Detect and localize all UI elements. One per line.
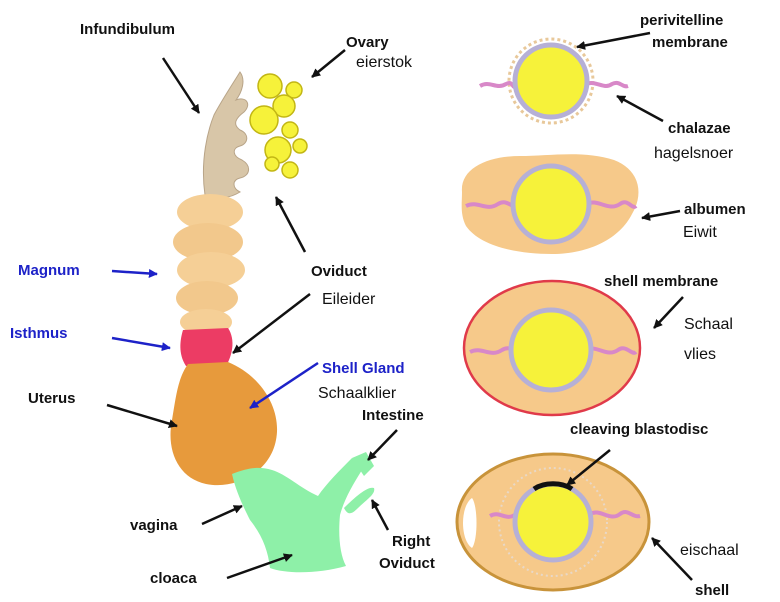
- shell-gland-arrow: [249, 361, 319, 410]
- labels: Infundibulum Ovary eierstok Magnum Isthm…: [10, 12, 746, 599]
- right-oviduct-arrow: [370, 499, 390, 531]
- label-albumen-nl: Eiwit: [683, 224, 717, 241]
- chalazae-arrow: [616, 94, 664, 123]
- cloaca-arrow: [226, 553, 293, 580]
- oviduct-arrow-down: [232, 293, 311, 354]
- egg-stage-shell: [455, 452, 651, 592]
- oviduct-diagram: [170, 71, 375, 573]
- isthmus-shape: [180, 328, 233, 366]
- perivitelline-arrow: [576, 31, 651, 50]
- label-shell-membrane: shell membrane: [604, 273, 718, 290]
- oviduct-arrow-up: [274, 196, 307, 253]
- label-shell-membrane-nl-1: Schaal: [684, 316, 733, 333]
- shell-arrow: [651, 537, 693, 581]
- label-oviduct: Oviduct: [311, 263, 367, 280]
- label-right-oviduct-1: Right: [392, 533, 430, 550]
- uterus-shape: [170, 362, 278, 486]
- egg-stage-perivitelline: [478, 37, 629, 125]
- label-magnum: Magnum: [18, 262, 80, 279]
- ovary-shape: [249, 73, 308, 179]
- magnum-shape: [173, 194, 245, 335]
- infundibulum-arrow: [161, 57, 201, 114]
- label-isthmus: Isthmus: [10, 325, 68, 342]
- isthmus-arrow: [111, 336, 171, 352]
- pointer-arrows: [106, 31, 693, 581]
- label-shell-membrane-nl-2: vlies: [684, 346, 716, 363]
- label-ovary-nl: eierstok: [356, 54, 413, 71]
- label-shell: shell: [695, 582, 729, 599]
- right-oviduct-shape: [344, 487, 375, 514]
- label-shell-gland-nl: Schaalklier: [318, 385, 397, 402]
- label-shell-nl: eischaal: [680, 542, 739, 559]
- blastodisc-shape: [532, 481, 574, 492]
- label-vagina: vagina: [130, 517, 178, 534]
- label-cleaving-blastodisc: cleaving blastodisc: [570, 421, 708, 438]
- magnum-arrow: [111, 268, 158, 278]
- uterus-arrow: [106, 403, 178, 428]
- label-chalazae-nl: hagelsnoer: [654, 145, 734, 162]
- label-cloaca: cloaca: [150, 570, 197, 587]
- label-uterus: Uterus: [28, 390, 76, 407]
- vagina-arrow: [201, 504, 243, 526]
- egg-stage-shell-membrane: [462, 279, 642, 417]
- label-ovary: Ovary: [346, 34, 389, 51]
- label-oviduct-nl: Eileider: [322, 291, 376, 308]
- infundibulum-shape: [202, 71, 249, 199]
- vagina-cloaca-shape: [232, 458, 362, 573]
- label-shell-gland: Shell Gland: [322, 360, 405, 377]
- label-chalazae: chalazae: [668, 120, 731, 137]
- egg-stage-albumen: [461, 154, 639, 254]
- label-perivitelline-1: perivitelline: [640, 12, 723, 29]
- label-infundibulum: Infundibulum: [80, 21, 175, 38]
- label-albumen: albumen: [684, 201, 746, 218]
- albumen-arrow: [641, 209, 681, 221]
- blastodisc-arrow: [566, 449, 611, 486]
- shell-membrane-arrow: [653, 296, 684, 329]
- label-intestine: Intestine: [362, 407, 424, 424]
- ovary-arrow: [311, 49, 346, 78]
- label-perivitelline-2: membrane: [652, 34, 728, 51]
- label-right-oviduct-2: Oviduct: [379, 555, 435, 572]
- intestine-arrow: [367, 429, 398, 461]
